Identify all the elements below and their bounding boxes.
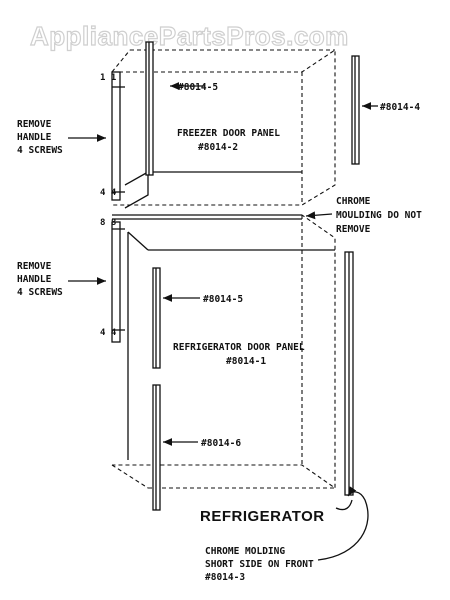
fridge-handle-strip (111, 221, 121, 343)
freezer-door-outline (112, 48, 336, 206)
label-refrigerator: REFRIGERATOR (200, 508, 325, 525)
screw-mark-2: 4 4 (100, 188, 117, 198)
label-remove-top-3: 4 SCREWS (17, 145, 63, 156)
label-fridge-panel-2: #8014-1 (226, 356, 266, 367)
label-remove-bottom-2: HANDLE (17, 274, 52, 285)
label-chrome-molding-2: SHORT SIDE ON FRONT (205, 559, 314, 570)
fridge-bottom-corner (111, 464, 149, 489)
label-8014-4: #8014-4 (380, 102, 420, 113)
label-remove-bottom-3: 4 SCREWS (17, 287, 63, 298)
label-8014-5-bottom: #8014-5 (203, 294, 243, 305)
label-chrome-moulding-2: MOULDING DO NOT (336, 210, 422, 221)
label-8014-6: #8014-6 (201, 438, 241, 449)
freezer-panel-inner (124, 60, 149, 209)
freezer-panel-bottom-corner (124, 171, 149, 186)
label-freezer-panel-2: #8014-2 (198, 142, 238, 153)
freezer-handle-strip (111, 71, 121, 201)
label-remove-bottom-1: REMOVE (17, 261, 52, 272)
screw-mark-1: 1 1 (100, 73, 116, 83)
screw-mark-3: 8 8 (100, 218, 116, 228)
label-fridge-panel-1: REFRIGERATOR DOOR PANEL (173, 342, 305, 353)
label-freezer-panel-1: FREEZER DOOR PANEL (177, 128, 280, 139)
molding-curl (335, 499, 353, 511)
fridge-panel-top-corner (127, 231, 149, 251)
label-remove-top-2: HANDLE (17, 132, 52, 143)
watermark-text: AppliancePartsPros.com (30, 21, 349, 51)
arrow-chrome-moulding (305, 211, 333, 220)
label-remove-top-1: REMOVE (17, 119, 52, 130)
refrigerator-door-group: 8 8 4 4 (100, 214, 354, 511)
freezer-door-group: 1 1 4 4 (100, 41, 360, 209)
label-8014-5-top: #8014-5 (178, 82, 218, 93)
screw-mark-4: 4 4 (100, 328, 117, 338)
label-chrome-molding-3: #8014-3 (205, 572, 245, 583)
label-chrome-molding-1: CHROME MOLDING (205, 546, 285, 557)
label-chrome-moulding-3: REMOVE (336, 224, 371, 235)
freezer-door-corner (111, 49, 131, 73)
label-chrome-moulding-1: CHROME (336, 196, 371, 207)
arrow-chrome-molding (317, 486, 369, 561)
